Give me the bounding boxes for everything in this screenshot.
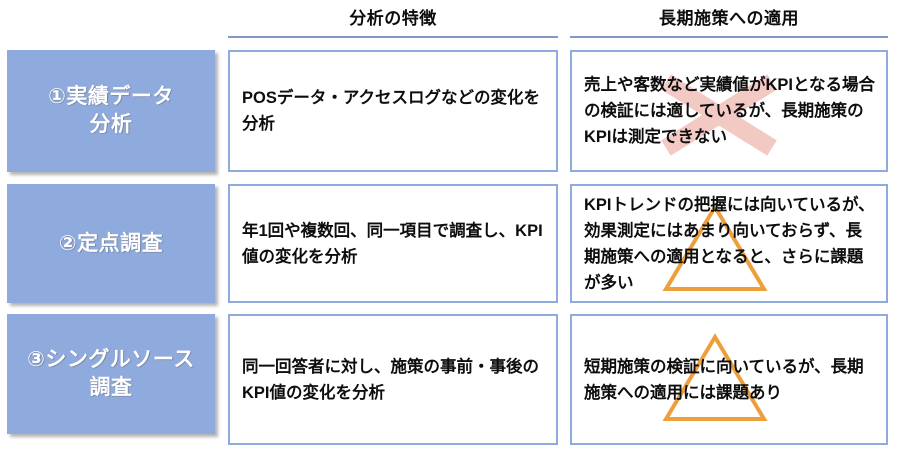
row-label-performance-data-analysis[interactable]: ①実績データ 分析 <box>7 50 215 172</box>
row-label-text: ③シングルソース 調査 <box>23 346 199 402</box>
row-label-single-source-survey[interactable]: ③シングルソース 調査 <box>7 314 215 434</box>
row-label-line-1: ①実績データ <box>48 85 174 108</box>
column-header-rule-right <box>570 36 888 38</box>
row-label-fixed-point-survey[interactable]: ②定点調査 <box>7 184 215 303</box>
row-label-line-2: 調査 <box>89 376 133 399</box>
cell-text: 売上や客数など実績値がKPIとなる場合の検証には適しているが、長期施策のKPIは… <box>584 76 876 146</box>
cell-text: 同一回答者に対し、施策の事前・事後のKPI値の変化を分析 <box>242 357 539 402</box>
row-label-line-1: ②定点調査 <box>58 231 164 255</box>
cell-characteristics-single-source-survey[interactable]: 同一回答者に対し、施策の事前・事後のKPI値の変化を分析 <box>228 314 558 445</box>
cell-text: 短期施策の検証に向いているが、長期施策への適用には課題あり <box>584 357 864 402</box>
column-header-label: 長期施策への適用 <box>659 9 799 28</box>
column-header-rule-left <box>228 36 558 38</box>
row-label-text: ②定点調査 <box>55 230 167 258</box>
cell-applicability-fixed-point-survey[interactable]: KPIトレンドの把握には向いているが、効果測定にはあまり向いておらず、長期施策へ… <box>570 184 888 303</box>
column-header-analysis-characteristics: 分析の特徴 <box>228 8 558 30</box>
cell-characteristics-fixed-point-survey[interactable]: 年1回や複数回、同一項目で調査し、KPI値の変化を分析 <box>228 184 558 303</box>
cell-text: KPIトレンドの把握には向いているが、効果測定にはあまり向いておらず、長期施策へ… <box>584 195 875 292</box>
column-header-label: 分析の特徴 <box>349 9 437 28</box>
row-label-text: ①実績データ 分析 <box>44 83 178 139</box>
cell-text: 年1回や複数回、同一項目で調査し、KPI値の変化を分析 <box>242 221 543 266</box>
cell-characteristics-performance-data-analysis[interactable]: POSデータ・アクセスログなどの変化を分析 <box>228 50 558 172</box>
cell-applicability-single-source-survey[interactable]: 短期施策の検証に向いているが、長期施策への適用には課題あり <box>570 314 888 445</box>
cell-text: POSデータ・アクセスログなどの変化を分析 <box>242 89 541 133</box>
column-header-long-term-applicability: 長期施策への適用 <box>570 8 888 30</box>
cell-applicability-performance-data-analysis[interactable]: 売上や客数など実績値がKPIとなる場合の検証には適しているが、長期施策のKPIは… <box>570 50 888 172</box>
row-label-line-2: 分析 <box>89 113 133 136</box>
row-label-line-1: ③シングルソース <box>27 348 195 371</box>
